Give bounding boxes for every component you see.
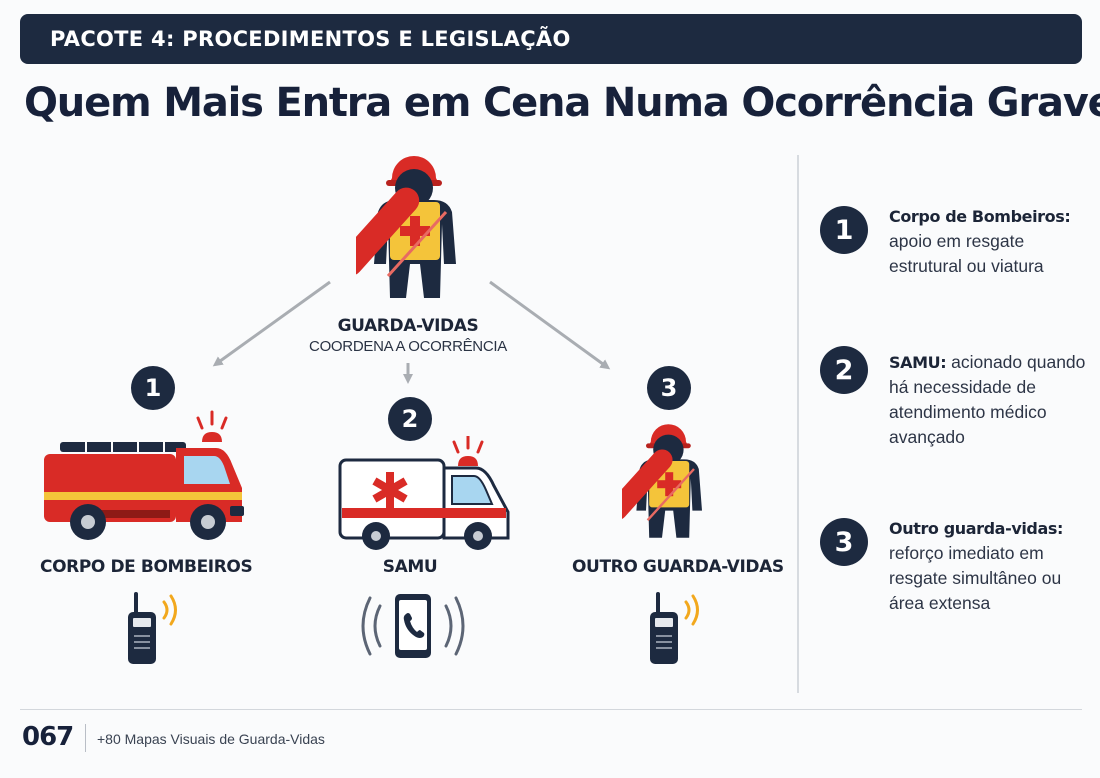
flow-arrows <box>212 280 611 384</box>
label-corpo-de-bombeiros: CORPO DE BOMBEIROS <box>40 557 253 577</box>
arrow-to-bombeiros <box>212 280 331 367</box>
label-samu: SAMU <box>382 557 438 577</box>
legend-badge-3: 3 <box>820 518 868 566</box>
legend-title-3: Outro guarda-vidas: <box>889 519 1064 538</box>
section-banner: PACOTE 4: PROCEDIMENTOS E LEGISLAÇÃO <box>20 14 1082 64</box>
legend-item-3: Outro guarda-vidas: reforço imediato em … <box>889 516 1089 616</box>
legend-badge-2: 2 <box>820 346 868 394</box>
arrow-to-guarda-vidas <box>489 280 611 370</box>
radio-icon <box>128 592 177 664</box>
legend-3-line-3: área extensa <box>889 593 991 613</box>
legend-1-line-1: apoio em resgate <box>889 231 1025 251</box>
phone-icon <box>361 594 465 658</box>
vertical-divider <box>797 155 799 693</box>
legend-3-line-2: resgate simultâneo ou <box>889 568 1062 588</box>
fire-truck-icon <box>44 410 244 540</box>
banner-text: PACOTE 4: PROCEDIMENTOS E LEGISLAÇÃO <box>50 27 571 51</box>
page-title: Quem Mais Entra em Cena Numa Ocorrência … <box>24 80 1100 126</box>
footer-separator <box>85 724 86 752</box>
legend-2-line-1: acionado quando <box>951 352 1086 372</box>
badge-1: 1 <box>131 366 175 410</box>
label-outro-guarda-vidas: OUTRO GUARDA-VIDAS <box>572 557 784 577</box>
legend-2-line-2: há necessidade de <box>889 377 1036 397</box>
legend-item-1: Corpo de Bombeiros: apoio em resgate est… <box>889 204 1089 279</box>
badge-3: 3 <box>647 366 691 410</box>
center-title: GUARDA-VIDAS <box>337 316 479 336</box>
lifeguard-figure-small-icon <box>622 424 702 538</box>
book-title: +80 Mapas Visuais de Guarda-Vidas <box>97 731 325 747</box>
center-subtitle: COORDENA A OCORRÊNCIA <box>309 338 507 355</box>
legend-badge-1: 1 <box>820 206 868 254</box>
ambulance-icon <box>338 436 510 550</box>
legend-item-2: SAMU: acionado quando há necessidade de … <box>889 350 1089 450</box>
radio-icon-2 <box>650 592 699 664</box>
lifeguard-figure-icon <box>356 156 456 298</box>
footer-divider <box>20 709 1082 710</box>
legend-title-1: Corpo de Bombeiros: <box>889 207 1071 226</box>
legend-2-line-4: avançado <box>889 427 965 447</box>
legend-title-2: SAMU: <box>889 353 947 372</box>
legend-2-line-3: atendimento médico <box>889 402 1047 422</box>
page-number: 067 <box>22 722 74 752</box>
badge-2: 2 <box>388 397 432 441</box>
legend-1-line-2: estrutural ou viatura <box>889 256 1044 276</box>
legend-3-line-1: reforço imediato em <box>889 543 1044 563</box>
